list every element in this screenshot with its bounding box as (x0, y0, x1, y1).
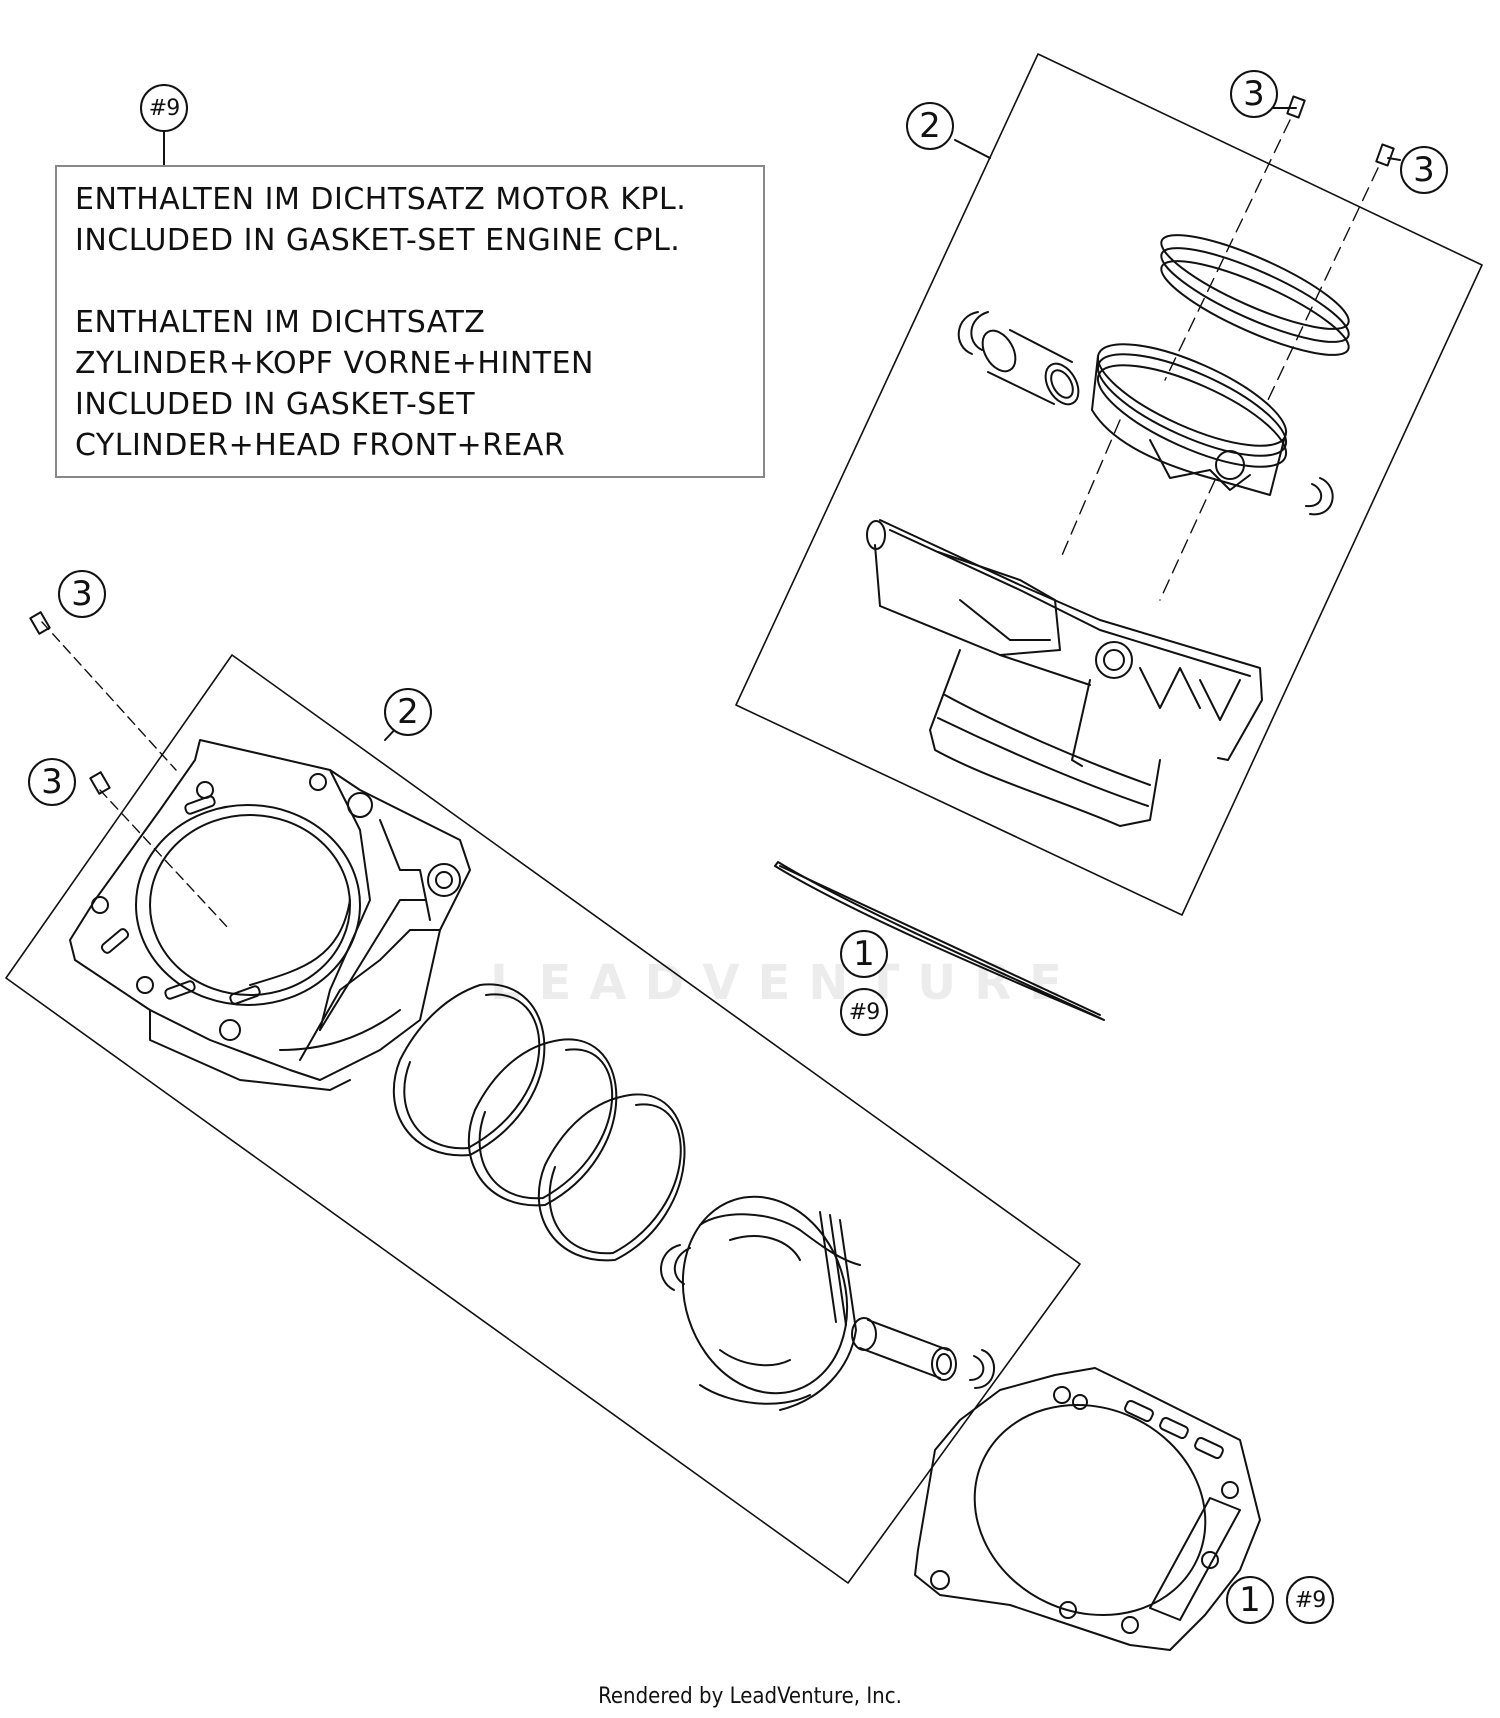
leader-2-rear (954, 139, 991, 159)
callout-2-rear[interactable]: 2 (906, 102, 954, 150)
note-line: INCLUDED IN GASKET-SET ENGINE CPL. (75, 223, 681, 258)
note-line: CYLINDER+HEAD FRONT+REAR (75, 428, 566, 463)
circlip-front-right (969, 1349, 996, 1389)
callout-ref-9-note[interactable]: #9 (140, 84, 188, 132)
group-frame-front (5, 654, 1081, 1584)
callout-3-rear-a[interactable]: 3 (1230, 70, 1278, 118)
gasket-bottom (914, 1367, 1261, 1651)
gasket-thin-middle (774, 861, 1105, 1021)
dowel-pin-front-1 (29, 611, 51, 635)
callout-1-bottom[interactable]: 1 (1226, 1576, 1274, 1624)
centerline-rear-2 (1267, 167, 1379, 401)
callout-2-front[interactable]: 2 (384, 688, 432, 736)
group-frame-rear (735, 53, 1483, 916)
circlip-rear-left (957, 311, 989, 355)
piston-pin-rear (981, 329, 1080, 406)
piston-rings-rear (1160, 234, 1350, 356)
piston-rings-front (392, 983, 686, 1262)
centerline-rear-1 (1164, 119, 1291, 381)
circlip-rear-right (1305, 477, 1334, 516)
note-line: ENTHALTEN IM DICHTSATZ (75, 305, 486, 340)
dowel-pin-front-2 (89, 771, 111, 795)
centerline-rear-4 (1159, 479, 1216, 601)
cylinder-front (69, 739, 471, 1091)
dowel-pin-rear-1 (1286, 95, 1306, 119)
piston-front (681, 1195, 861, 1411)
piston-rear (1091, 343, 1288, 496)
callout-3-rear-b[interactable]: 3 (1400, 146, 1448, 194)
note-box: ENTHALTEN IM DICHTSATZ MOTOR KPL. INCLUD… (55, 165, 765, 478)
note-line: ZYLINDER+KOPF VORNE+HINTEN (75, 346, 595, 381)
callout-ref-9-middle[interactable]: #9 (840, 988, 888, 1036)
watermark: LEADVENTURE (490, 955, 1080, 1011)
leader-3c-dash (41, 621, 177, 771)
cylinder-rear (866, 519, 1263, 827)
callout-1-middle[interactable]: 1 (840, 930, 888, 978)
callout-3-front-b[interactable]: 3 (28, 758, 76, 806)
note-line: INCLUDED IN GASKET-SET (75, 387, 476, 422)
note-line: ENTHALTEN IM DICHTSATZ MOTOR KPL. (75, 182, 687, 217)
footer-credit: Rendered by LeadVenture, Inc. (598, 1684, 902, 1709)
callout-ref-9-bottom[interactable]: #9 (1286, 1576, 1334, 1624)
centerline-rear-3 (1059, 419, 1121, 561)
callout-3-front-a[interactable]: 3 (58, 570, 106, 618)
leader-3d-dash (99, 789, 231, 931)
circlip-front-left (660, 1244, 691, 1291)
piston-pin-front (851, 1317, 957, 1381)
dowel-pin-rear-2 (1375, 143, 1395, 167)
